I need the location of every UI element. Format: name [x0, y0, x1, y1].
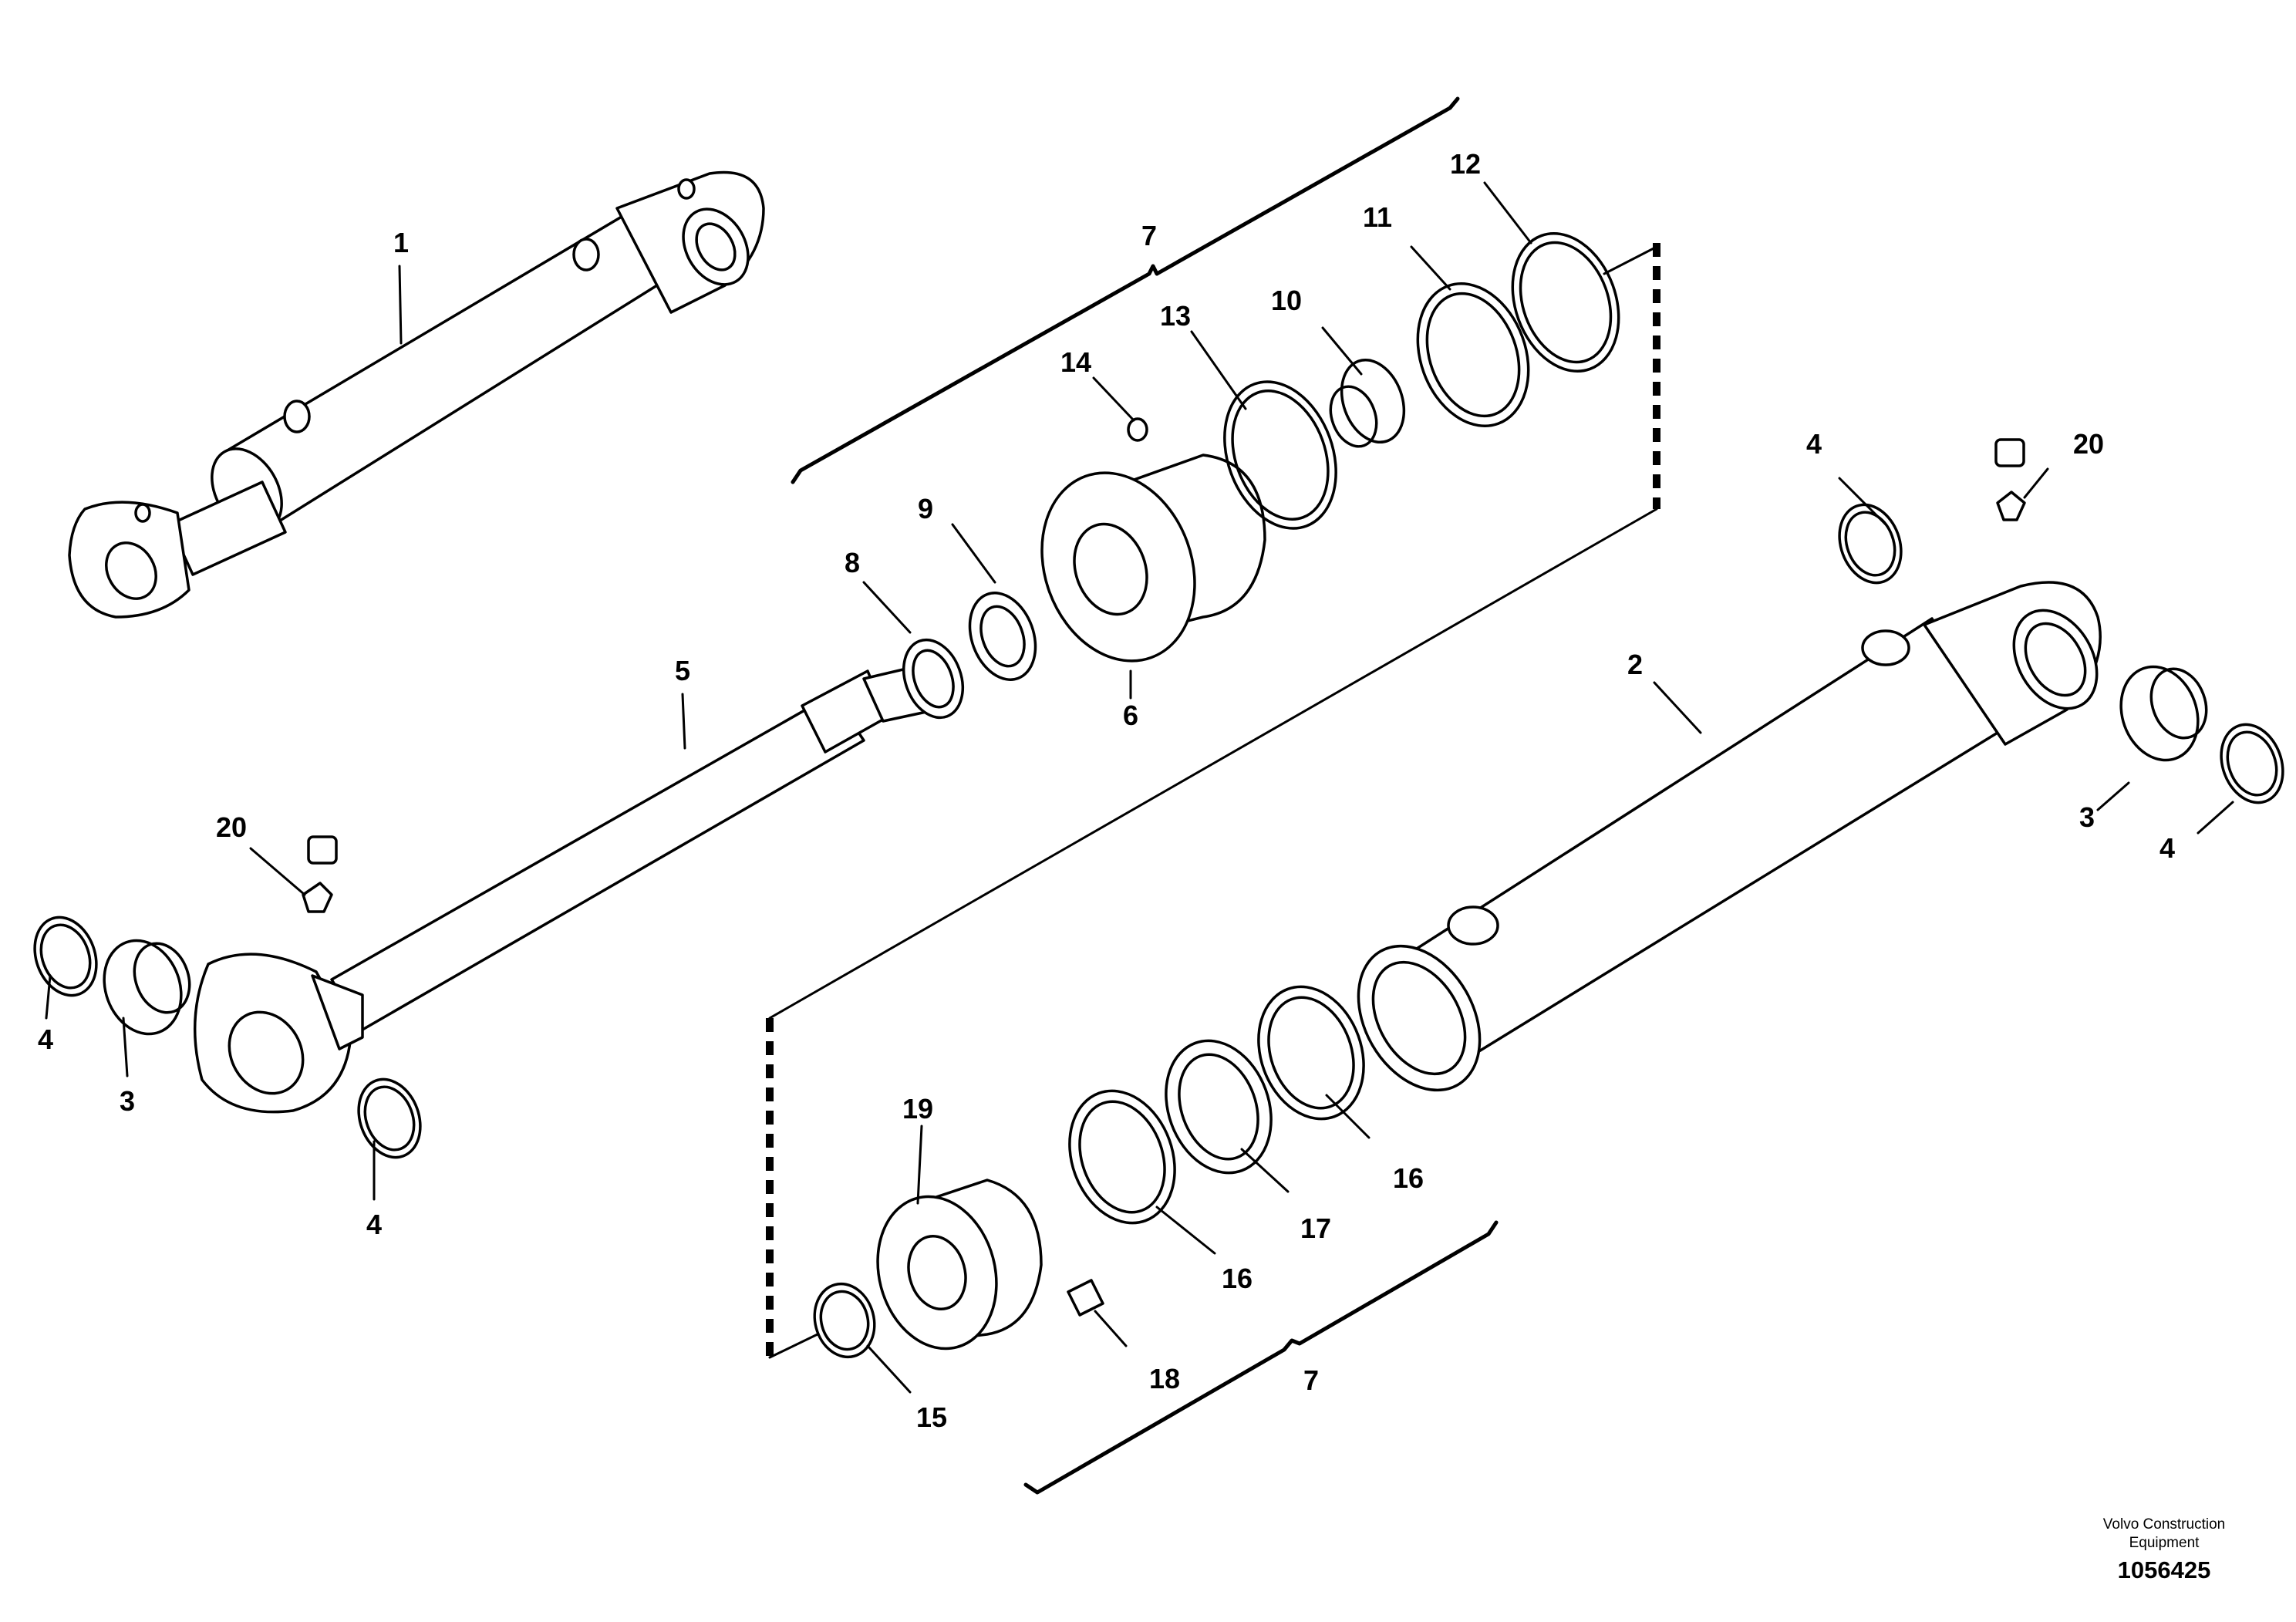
- callout-2: 2: [1627, 649, 1643, 680]
- piston-seal-17: [1165, 1039, 1273, 1175]
- snap-ring-4-left-bottom: [357, 1077, 422, 1159]
- callout-14: 14: [1060, 346, 1091, 378]
- callout-17: 17: [1300, 1212, 1331, 1244]
- kit-bracket-top: [791, 96, 1460, 484]
- callout-4-left-bottom: 4: [366, 1209, 382, 1240]
- callout-7-top: 7: [1141, 220, 1157, 251]
- cylinder-head-6: [1040, 417, 1266, 663]
- document-number: 1056425: [2118, 1556, 2211, 1583]
- wear-ring-16a: [1068, 1089, 1176, 1225]
- brand-line-2: Equipment: [2129, 1535, 2200, 1551]
- o-ring-15: [813, 1282, 876, 1359]
- wear-ring-16b: [1257, 985, 1365, 1121]
- o-ring-12: [1511, 231, 1620, 373]
- cylinder-tube-2: [1357, 581, 2102, 1092]
- piston-rod-5: [194, 662, 939, 1114]
- callout-20-right: 20: [2073, 428, 2104, 460]
- brand-line-1: Volvo Construction: [2103, 1516, 2225, 1533]
- footer-brand-block: Volvo Construction Equipment 1056425: [2103, 1516, 2225, 1583]
- callout-10: 10: [1271, 285, 1302, 316]
- kit-connector-line-top: [1603, 245, 1658, 275]
- callout-4-right-top: 4: [1806, 428, 1822, 460]
- kit-bracket-bottom: [1023, 1220, 1499, 1495]
- callout-12: 12: [1450, 148, 1481, 180]
- leader-lines: [45, 181, 2234, 1394]
- lube-fitting-20-right: [1994, 438, 2026, 521]
- callout-19: 19: [902, 1093, 933, 1125]
- bushing-3-left: [103, 939, 191, 1036]
- callout-11: 11: [1363, 201, 1392, 233]
- set-screw-18: [1067, 1279, 1104, 1317]
- callout-6: 6: [1123, 700, 1138, 731]
- wiper-ring-9: [968, 592, 1037, 681]
- backup-ring-11: [1416, 282, 1530, 428]
- bushing-3-right: [2119, 665, 2208, 762]
- snap-ring-4-right-top: [1838, 503, 1903, 585]
- callout-8: 8: [845, 547, 860, 578]
- kit-connector-line-bottom: [768, 1333, 819, 1359]
- callout-20-left: 20: [216, 811, 247, 843]
- kit-connector-line: [768, 508, 1658, 1020]
- snap-ring-4-left-top: [33, 916, 98, 997]
- callout-18: 18: [1149, 1363, 1180, 1394]
- callout-4-right-bottom: 4: [2159, 832, 2175, 864]
- callout-5: 5: [675, 655, 690, 686]
- callout-1: 1: [393, 227, 409, 258]
- callout-3-right: 3: [2079, 801, 2095, 833]
- callout-16-left: 16: [1222, 1263, 1253, 1294]
- bushing-10: [1329, 358, 1406, 448]
- callout-7-bottom: 7: [1303, 1364, 1319, 1396]
- piston-19: [876, 1179, 1043, 1351]
- callout-4-left-top: 4: [38, 1023, 53, 1055]
- lube-fitting-20-left: [302, 835, 338, 913]
- callout-9: 9: [918, 493, 933, 524]
- callout-3-left: 3: [120, 1085, 135, 1117]
- cylinder-assembly-1: [68, 170, 765, 619]
- callout-labels: 1 2 3 3 4 4 4 4 5 6 7 7 8 9 10 11 12 13 …: [38, 148, 2175, 1433]
- seal-ring-8: [902, 638, 964, 720]
- callout-16-right: 16: [1393, 1162, 1424, 1194]
- o-ring-13: [1223, 380, 1337, 530]
- snap-ring-4-right-bottom: [2220, 723, 2284, 804]
- callout-13: 13: [1160, 300, 1191, 332]
- callout-15: 15: [916, 1401, 947, 1433]
